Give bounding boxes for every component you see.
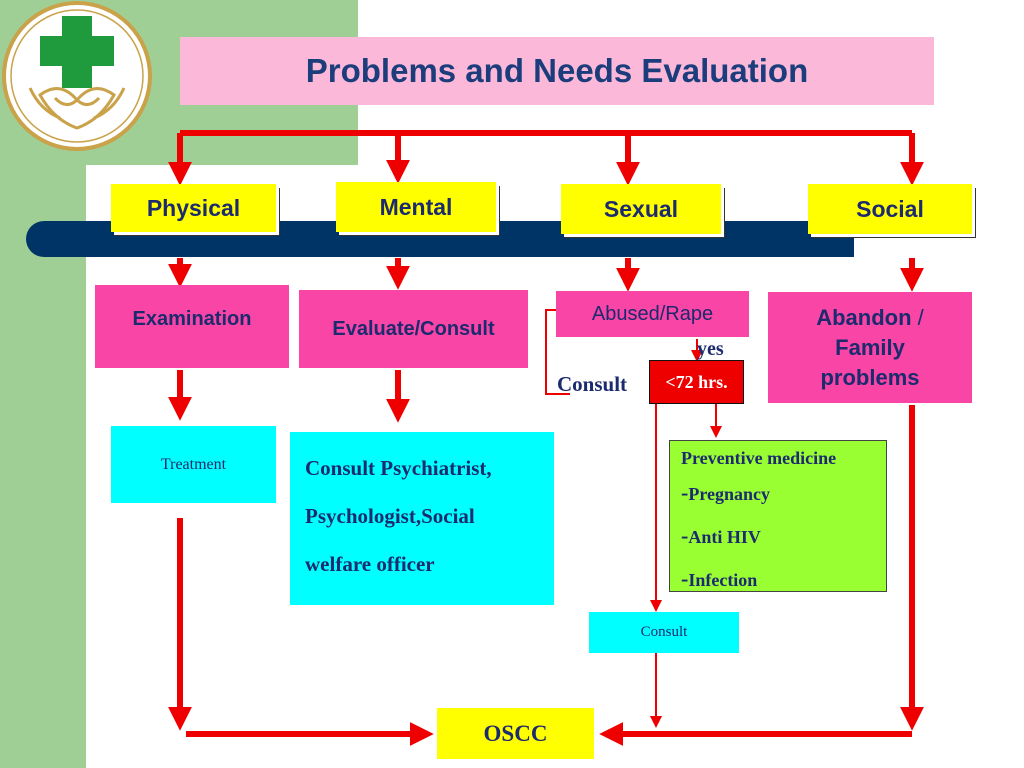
- time-limit-label: <72 hrs.: [665, 371, 728, 392]
- preventive-item-label: Pregnancy: [688, 484, 770, 504]
- preventive-item: -Anti HIV: [681, 523, 761, 548]
- category-physical-label: Physical: [146, 194, 241, 221]
- page-title: Problems and Needs Evaluation: [305, 52, 809, 89]
- abandon-line-1: Abandon /: [816, 303, 924, 333]
- category-sexual: Sexual: [561, 184, 721, 234]
- preventive-item-label: Infection: [688, 570, 758, 590]
- yes-label: yes: [697, 338, 724, 360]
- oscc-box: OSCC: [437, 708, 594, 759]
- examination-box: Examination: [95, 285, 289, 368]
- preventive-medicine-box: Preventive medicine -Pregnancy -Anti HIV…: [669, 440, 887, 592]
- category-mental: Mental: [336, 182, 496, 232]
- preventive-item: -Pregnancy: [681, 480, 770, 505]
- treatment-box: Treatment: [111, 426, 276, 503]
- psych-line-2: Psychologist,Social: [305, 504, 475, 528]
- category-social-label: Social: [856, 195, 924, 222]
- abandon-separator: /: [911, 304, 924, 330]
- title-banner: Problems and Needs Evaluation: [180, 37, 934, 105]
- abandon-line-2: Family: [835, 334, 905, 360]
- consult-box: Consult: [589, 612, 739, 653]
- preventive-item: -Infection: [681, 566, 758, 591]
- evaluate-consult-label: Evaluate/Consult: [332, 317, 495, 340]
- treatment-label: Treatment: [160, 456, 227, 473]
- psych-line-1: Consult Psychiatrist,: [305, 456, 492, 480]
- psych-line-3: welfare officer: [305, 552, 435, 576]
- abandon-family-box: Abandon / Family problems: [768, 292, 972, 403]
- abandon-word: Abandon: [816, 304, 912, 330]
- preventive-item-label: Anti HIV: [688, 527, 761, 547]
- category-social: Social: [808, 184, 972, 234]
- abused-rape-label: Abused/Rape: [591, 302, 714, 325]
- category-sexual-label: Sexual: [603, 195, 679, 222]
- oscc-label: OSCC: [483, 720, 548, 746]
- abandon-line-3: problems: [820, 364, 920, 390]
- psych-consult-box: Consult Psychiatrist, Psychologist,Socia…: [290, 432, 554, 605]
- evaluate-consult-box: Evaluate/Consult: [299, 290, 528, 368]
- category-mental-label: Mental: [379, 193, 453, 220]
- preventive-title: Preventive medicine: [681, 448, 837, 468]
- category-physical: Physical: [111, 184, 276, 232]
- consult-box-label: Consult: [640, 624, 688, 640]
- consult-side-label: Consult: [557, 372, 628, 396]
- time-limit-box: <72 hrs.: [649, 360, 744, 404]
- examination-label: Examination: [132, 308, 252, 330]
- abused-rape-box: Abused/Rape: [556, 291, 749, 337]
- green-cross-lotus-logo: [2, 1, 152, 151]
